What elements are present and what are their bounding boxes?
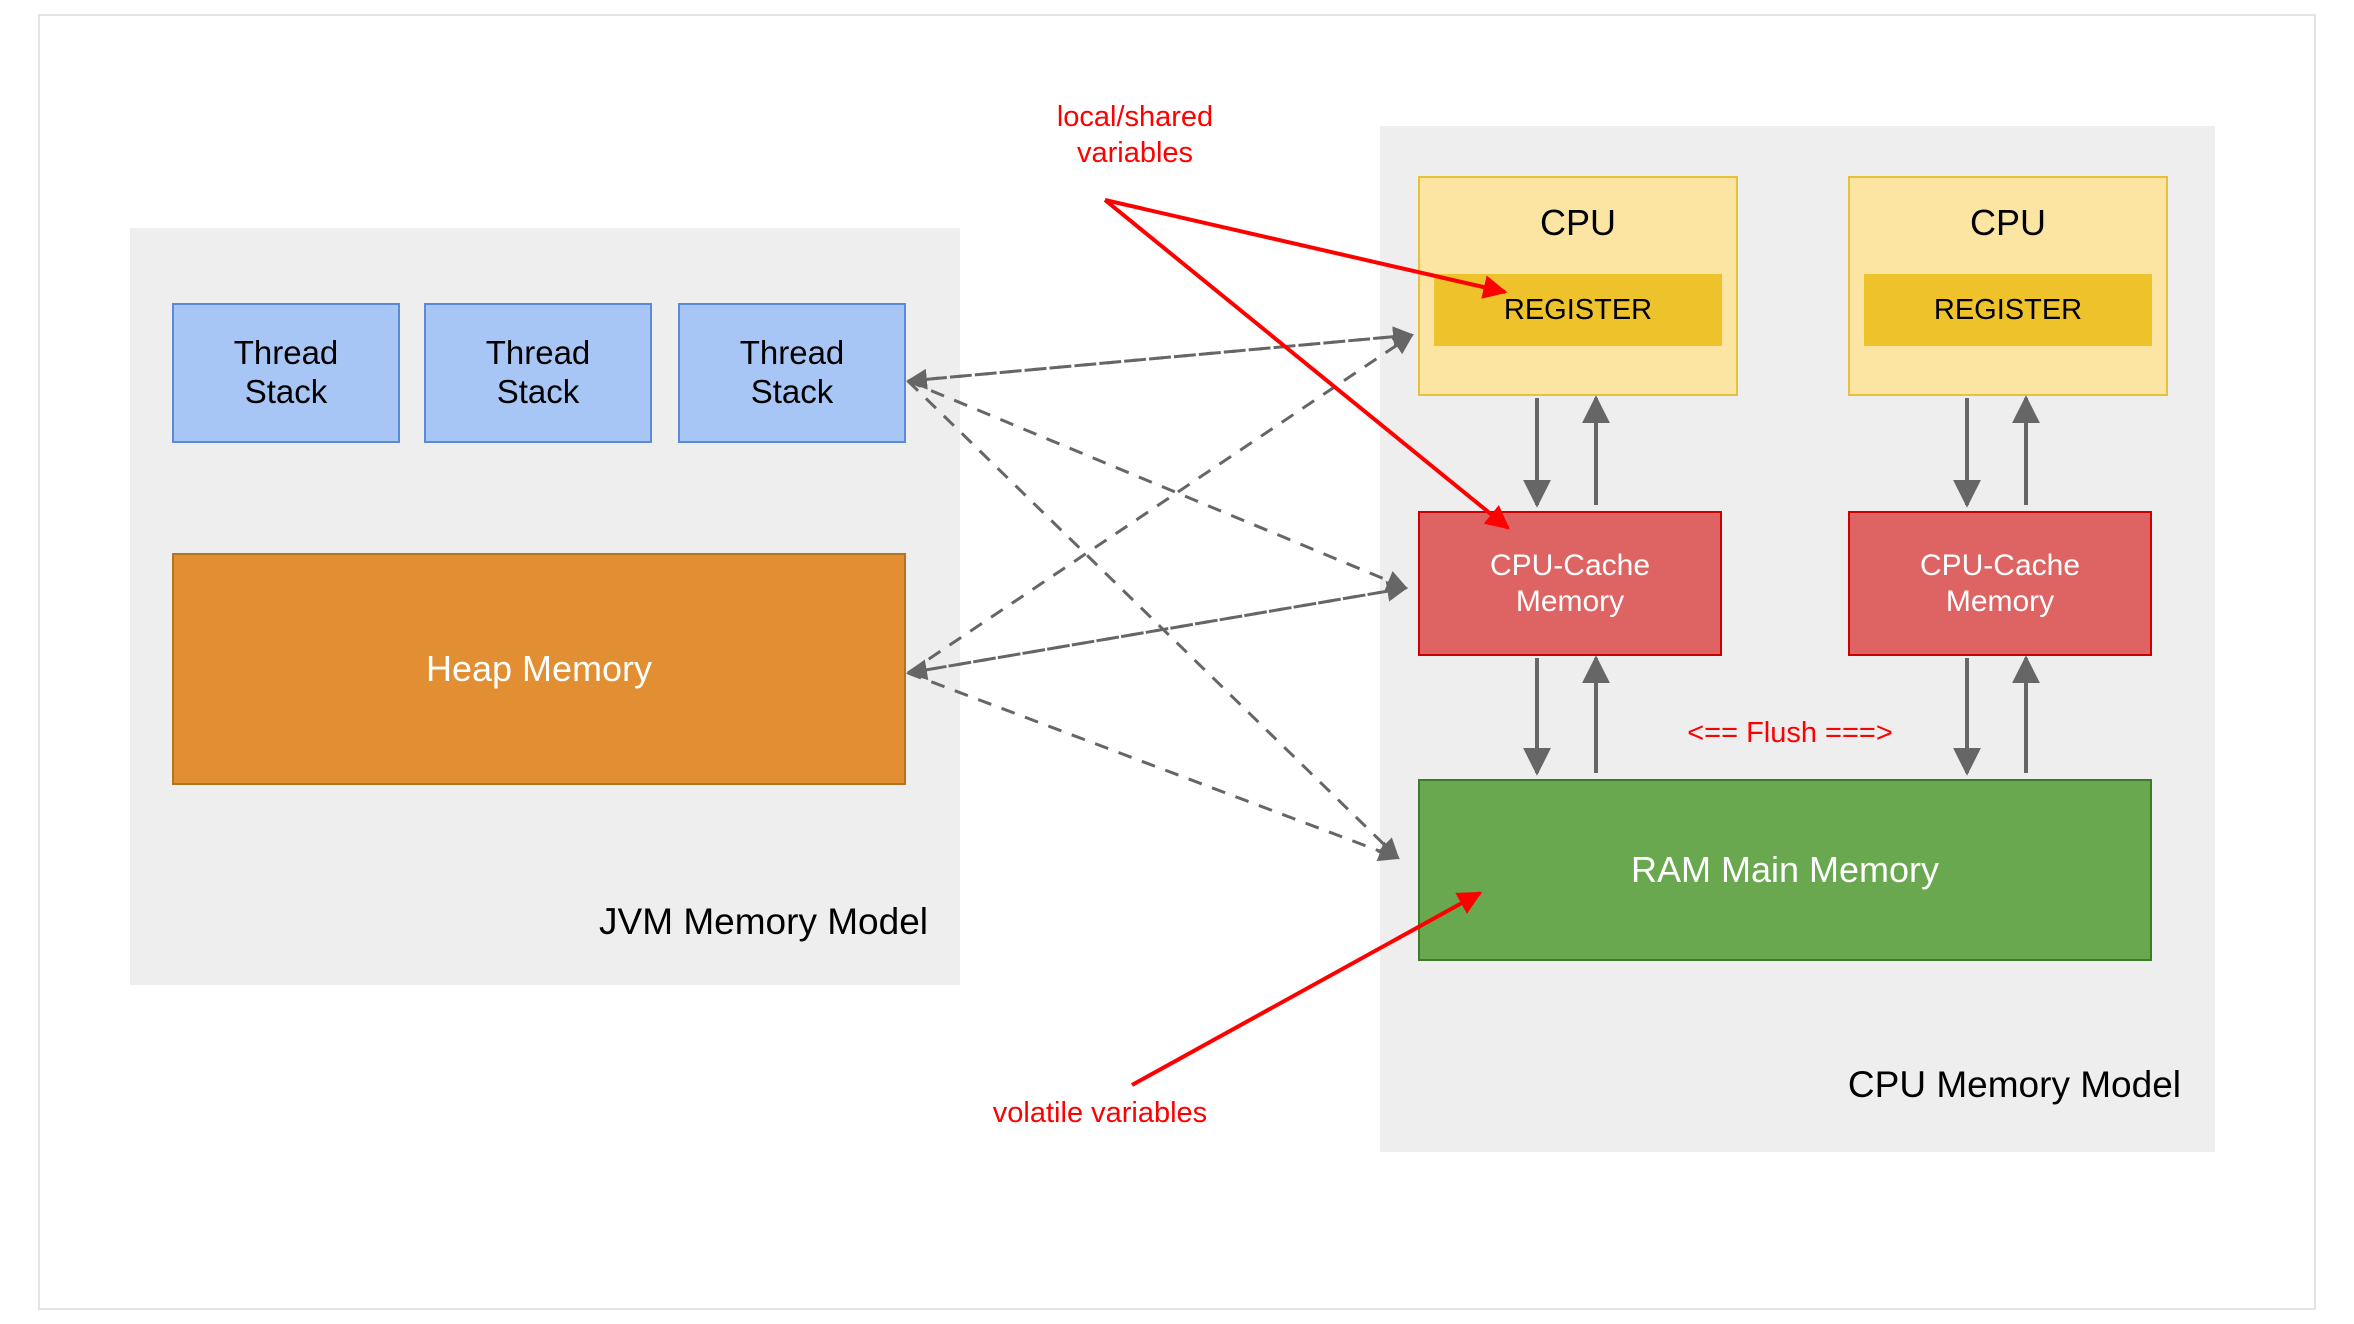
ram-main-memory-box[interactable]: RAM Main Memory [1418, 779, 2152, 961]
cpu-label-1: CPU [1539, 202, 1616, 243]
cpu-box-2[interactable]: CPU REGISTER [1848, 176, 2168, 396]
cpu-cache-label-2: CPU-Cache Memory [1919, 548, 2081, 618]
cpu-cache-label-1: CPU-Cache Memory [1489, 548, 1651, 618]
annotation-flush: <== Flush ===> [1687, 717, 1893, 749]
jvm-panel-title: JVM Memory Model [599, 901, 928, 942]
thread-stack-box-1[interactable]: Thread Stack [172, 303, 400, 443]
register-label-2: REGISTER [1933, 293, 2083, 326]
thread-stack-box-3[interactable]: Thread Stack [678, 303, 906, 443]
ram-main-memory-label: RAM Main Memory [1630, 849, 1940, 890]
thread-stack-label-3: Thread Stack [739, 334, 845, 410]
register-box-1[interactable]: REGISTER [1434, 274, 1722, 346]
cpu-cache-memory-box-1[interactable]: CPU-Cache Memory [1418, 511, 1722, 656]
cpu-cache-memory-box-2[interactable]: CPU-Cache Memory [1848, 511, 2152, 656]
thread-stack-box-2[interactable]: Thread Stack [424, 303, 652, 443]
register-box-2[interactable]: REGISTER [1864, 274, 2152, 346]
heap-memory-box[interactable]: Heap Memory [172, 553, 906, 785]
cpu-box-1[interactable]: CPU REGISTER [1418, 176, 1738, 396]
register-label-1: REGISTER [1503, 293, 1653, 326]
cpu-panel-title: CPU Memory Model [1847, 1064, 2181, 1105]
cpu-label-2: CPU [1969, 202, 2046, 243]
annotation-local-shared-variables: local/shared variables [1056, 101, 1214, 170]
thread-stack-label-2: Thread Stack [485, 334, 591, 410]
annotation-volatile-variables: volatile variables [992, 1097, 1208, 1129]
heap-memory-label: Heap Memory [425, 647, 653, 689]
thread-stack-label-1: Thread Stack [233, 334, 339, 410]
